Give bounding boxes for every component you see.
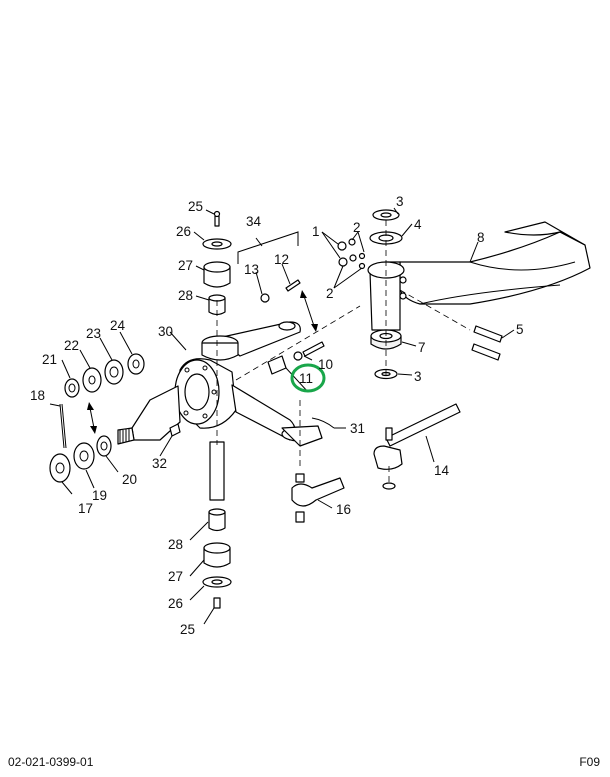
upper-cap [203, 261, 231, 288]
leader-lines [49, 207, 515, 625]
upper-washer [372, 209, 400, 221]
callout-3-lower: 3 [414, 369, 422, 384]
kingpin [209, 300, 225, 501]
upper-cap-washer [202, 238, 232, 250]
callout-20: 20 [122, 472, 137, 487]
callout-13: 13 [244, 262, 259, 277]
callout-26-top: 26 [176, 224, 191, 239]
callout-2-upper: 2 [353, 220, 361, 235]
spindle [117, 385, 181, 445]
callout-28-top: 28 [178, 288, 193, 303]
callout-21: 21 [42, 352, 57, 367]
callout-22: 22 [64, 338, 79, 353]
lower-grease-fitting [213, 597, 221, 609]
callout-31: 31 [350, 421, 365, 436]
axle-beam [399, 221, 591, 305]
lower-bushing [208, 508, 226, 532]
callout-19: 19 [92, 488, 107, 503]
callout-11: 11 [299, 371, 313, 386]
callout-1: 1 [312, 224, 320, 239]
nut-19 [73, 442, 95, 470]
key-32 [169, 423, 181, 437]
nut-13 [260, 293, 270, 303]
drawing-number: 02-021-0399-01 [8, 755, 94, 769]
callout-28-bottom: 28 [168, 537, 183, 552]
axle-end-boss [367, 261, 407, 331]
callout-3-upper: 3 [396, 194, 404, 209]
draw-key-pins [471, 325, 503, 361]
bolt-10 [293, 341, 325, 361]
callout-30: 30 [158, 324, 173, 339]
nut-21 [64, 378, 80, 398]
callout-25-bottom: 25 [180, 622, 195, 637]
assembly-arrows [87, 290, 318, 434]
callout-10: 10 [318, 357, 333, 372]
nut-11 [267, 355, 287, 375]
nuts-and-washers [337, 238, 366, 270]
callout-8: 8 [477, 230, 485, 245]
castle-nut-17 [49, 453, 71, 483]
lower-cap [203, 542, 231, 568]
callout-4: 4 [414, 217, 422, 232]
steering-knuckle [174, 321, 323, 447]
callout-18: 18 [30, 388, 45, 403]
tie-rod-end [291, 473, 345, 523]
callout-24: 24 [110, 318, 126, 333]
washer-22 [82, 367, 102, 393]
nut-24 [127, 353, 145, 375]
washer-20 [96, 435, 112, 457]
callout-12: 12 [274, 252, 289, 267]
callout-7: 7 [418, 340, 426, 355]
cotter-pin-18 [59, 403, 67, 449]
centerlines [235, 220, 471, 484]
callout-34: 34 [246, 214, 262, 229]
callout-14: 14 [434, 463, 450, 478]
callout-2-lower: 2 [326, 286, 334, 301]
lower-cap-washer [202, 576, 232, 588]
bracket-34 [237, 231, 299, 264]
callout-23: 23 [86, 326, 101, 341]
sheet-code: F09 [579, 755, 600, 769]
cotter-pin-31 [311, 417, 335, 429]
callout-27-top: 27 [178, 258, 193, 273]
upper-grease-fitting [213, 210, 221, 227]
upper-bushing [208, 294, 226, 316]
highlight-ring [290, 363, 326, 393]
bolt-12 [285, 279, 301, 292]
callout-27-bottom: 27 [168, 569, 183, 584]
callout-5: 5 [516, 322, 524, 337]
callout-labels: 25 26 27 28 34 13 12 1 2 2 3 4 8 5 7 3 3… [30, 194, 524, 637]
callout-32: 32 [152, 456, 167, 471]
tie-rod [373, 403, 461, 490]
callout-16: 16 [336, 502, 351, 517]
lock-washer-23 [104, 359, 124, 385]
callout-26-bottom: 26 [168, 596, 183, 611]
callout-25-top: 25 [188, 199, 203, 214]
callout-17: 17 [78, 501, 93, 516]
